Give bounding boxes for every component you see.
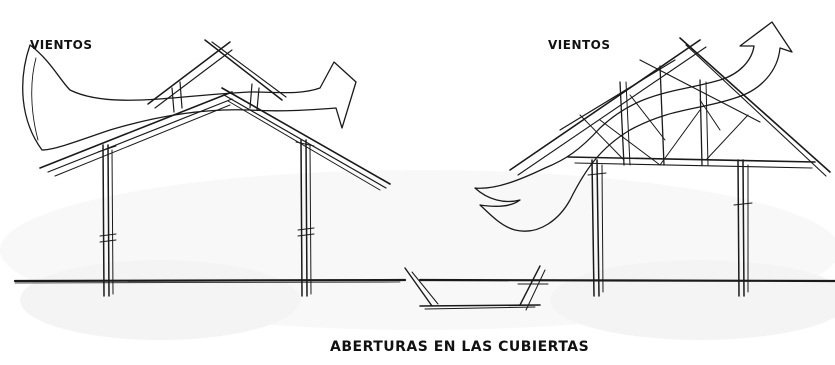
- right-roof-structure: [509, 37, 831, 297]
- wind-label-right: VIENTOS: [548, 38, 611, 52]
- left-wind-arrow: [22, 44, 357, 151]
- left-post-1: [99, 144, 117, 297]
- right-wind-arrow: [474, 21, 793, 232]
- left-post-2: [297, 139, 315, 297]
- figure-caption: ABERTURAS EN LAS CUBIERTAS: [330, 339, 590, 355]
- right-post-2: [733, 159, 753, 297]
- right-post-1: [587, 159, 607, 297]
- wind-label-left: VIENTOS: [30, 38, 93, 52]
- ground-line: [13, 278, 835, 284]
- ground-opening: [404, 265, 549, 311]
- background-wash: [0, 170, 835, 340]
